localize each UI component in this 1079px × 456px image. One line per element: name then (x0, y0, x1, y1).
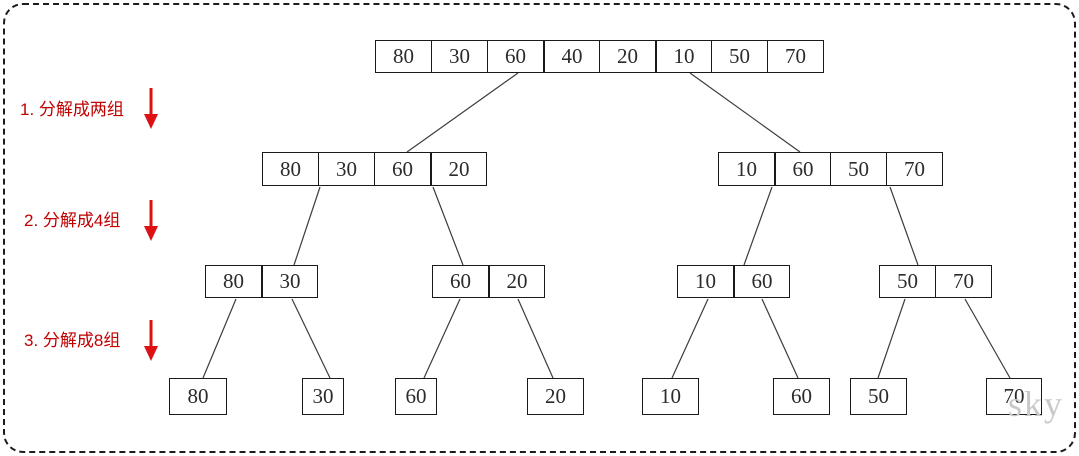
array-cell: 60 (487, 40, 544, 73)
step-label-2: 2. 分解成4组 (24, 211, 121, 230)
array-cell: 50 (830, 152, 887, 186)
array-cell: 40 (543, 40, 600, 73)
array-cell: 50 (879, 265, 936, 298)
array-cell: 20 (599, 40, 656, 73)
array-cell: 60 (774, 152, 831, 186)
array-cell: 70 (767, 40, 824, 73)
array-leaf: 60 (773, 378, 830, 415)
array-cell: 70 (886, 152, 943, 186)
array-cell: 10 (655, 40, 712, 73)
array-leaf: 30 (302, 378, 344, 415)
array-cell: 60 (432, 265, 489, 298)
array-cell: 20 (430, 152, 487, 186)
array-level2-left: 80 30 60 20 (262, 152, 487, 186)
watermark-text: sky (1008, 384, 1065, 424)
array-level3-group3: 10 60 (677, 265, 790, 298)
array-cell: 30 (318, 152, 375, 186)
array-leaf: 20 (527, 378, 584, 415)
step-label-3: 3. 分解成8组 (24, 331, 121, 350)
array-cell: 50 (711, 40, 768, 73)
down-arrow-icon (144, 88, 158, 129)
array-cell: 80 (375, 40, 432, 73)
array-cell: 60 (374, 152, 431, 186)
array-cell: 30 (261, 265, 318, 298)
array-cell: 20 (488, 265, 545, 298)
array-level2-right: 10 60 50 70 (718, 152, 943, 186)
down-arrow-icon (144, 200, 158, 241)
step-label-1: 1. 分解成两组 (20, 100, 124, 119)
array-level3-group4: 50 70 (879, 265, 992, 298)
array-level3-group1: 80 30 (205, 265, 318, 298)
array-cell: 10 (718, 152, 775, 186)
array-cell: 10 (677, 265, 734, 298)
down-arrow-icon (144, 320, 158, 361)
array-leaf: 10 (642, 378, 699, 415)
array-leaf: 60 (395, 378, 437, 415)
array-cell: 30 (431, 40, 488, 73)
array-leaf: 70 (986, 378, 1042, 415)
array-cell: 80 (205, 265, 262, 298)
array-cell: 80 (262, 152, 319, 186)
array-leaf: 50 (850, 378, 907, 415)
array-level1: 80 30 60 40 20 10 50 70 (375, 40, 824, 73)
tree-edges (202, 72, 1011, 379)
array-cell: 60 (733, 265, 790, 298)
array-level3-group2: 60 20 (432, 265, 545, 298)
array-leaf: 80 (169, 378, 227, 415)
array-cell: 70 (935, 265, 992, 298)
